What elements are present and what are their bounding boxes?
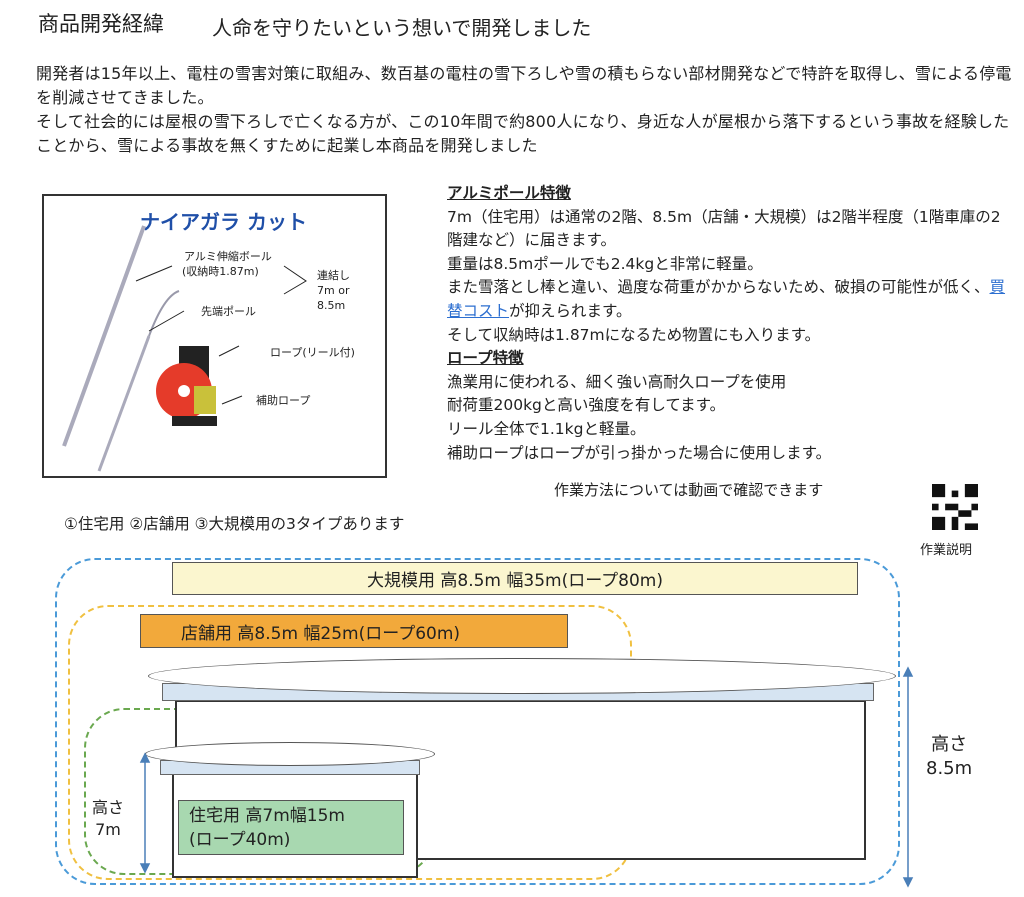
features: アルミポール特徴 7m（住宅用）は通常の2階、8.5m（店舗・大規模）は2階半程… <box>447 182 1007 465</box>
large-scope-outline <box>55 558 900 885</box>
intro-text: 開発者は15年以上、電柱の雪害対策に取組み、数百基の電柱の雪下ろしや雪の積もらな… <box>36 62 1016 158</box>
feature-text: また雪落とし棒と違い、過度な荷重がかからないため、破損の可能性が低く、 <box>447 278 990 297</box>
shop-type-bar: 店舗用 高8.5m 幅25m(ロープ60m) <box>140 614 568 648</box>
tip-pole-label: 先端ポール <box>201 305 256 318</box>
product-photo: ナイアガラ カット アルミ伸縮ボール (収納時1.87m) 先端ポール 連結し … <box>42 194 387 478</box>
feature-line: 補助ロープはロープが引っ掛かった場合に使用します。 <box>447 443 832 462</box>
feature-line: 7m（住宅用）は通常の2階、8.5m（店舗・大規模）は2階半程度（1階車庫の2階… <box>447 207 1001 250</box>
large-snow-cloud <box>148 658 896 694</box>
height-label-text: 高さ <box>931 734 968 755</box>
house-type-line: 住宅用 高7m幅15m <box>189 806 345 826</box>
large-type-bar: 大規模用 高8.5m 幅35m(ロープ80m) <box>172 562 858 595</box>
feature-line: また雪落とし棒と違い、過度な荷重がかからないため、破損の可能性が低く、買替コスト… <box>447 276 1007 323</box>
replacement-cost-link[interactable]: 買替コスト <box>447 278 1006 320</box>
feature-line: そして収納時は1.87mになるため物置にも入ります。 <box>447 325 821 344</box>
pole-features-heading: アルミポール特徴 <box>447 184 571 202</box>
connect-line: 7m or <box>317 284 350 297</box>
height-label-text: 高さ <box>92 798 125 817</box>
qr-label: 作業説明 <box>920 543 973 558</box>
page-title: 商品開発経緯 <box>38 12 164 36</box>
rope-label: ロープ(リール付) <box>270 346 355 359</box>
height-7m-label: 高さ 7m <box>92 797 124 841</box>
height-8-5m-label: 高さ 8.5m <box>926 733 972 781</box>
intro-paragraph: そして社会的には屋根の雪下ろしで亡くなる方が、この10年間で約800人になり、身… <box>36 112 1010 155</box>
rope-features-heading: ロープ特徴 <box>447 349 524 368</box>
height-label-value: 7m <box>95 820 121 839</box>
product-name: ナイアガラ カット <box>140 210 307 234</box>
connect-line: 連結し <box>317 269 350 282</box>
height-label-value: 8.5m <box>926 758 973 779</box>
feature-line: 耐荷重200kgと高い強度を有してます。 <box>447 396 726 415</box>
connect-line: 8.5m <box>317 299 346 312</box>
house-type-box: 住宅用 高7m幅15m (ロープ40m) <box>178 800 404 855</box>
types-text: ①住宅用 ②店舗用 ③大規模用の3タイプあります <box>64 515 405 533</box>
intro-paragraph: 開発者は15年以上、電柱の雪害対策に取組み、数百基の電柱の雪下ろしや雪の積もらな… <box>36 64 1012 107</box>
feature-line: 重量は8.5mポールでも2.4kgと非常に軽量。 <box>447 254 763 273</box>
house-snow-cloud <box>145 742 435 766</box>
pole-stored-label: (収納時1.87m) <box>182 265 259 278</box>
aux-rope-label: 補助ロープ <box>256 394 311 407</box>
qr-code-icon[interactable] <box>931 484 979 530</box>
feature-line: 漁業用に使われる、細く強い高耐久ロープを使用 <box>447 372 787 391</box>
feature-line: リール全体で1.1kgと軽量。 <box>447 419 646 438</box>
video-note: 作業方法については動画で確認できます <box>554 481 824 499</box>
pole-label: アルミ伸縮ボール <box>184 250 272 263</box>
product-illustration <box>62 225 307 472</box>
house-type-line: (ロープ40m) <box>189 830 291 850</box>
feature-text: が抑えられます。 <box>509 301 632 320</box>
page-subtitle: 人命を守りたいという想いで開発しました <box>212 16 592 40</box>
connect-label: 連結し 7m or 8.5m <box>317 268 350 313</box>
